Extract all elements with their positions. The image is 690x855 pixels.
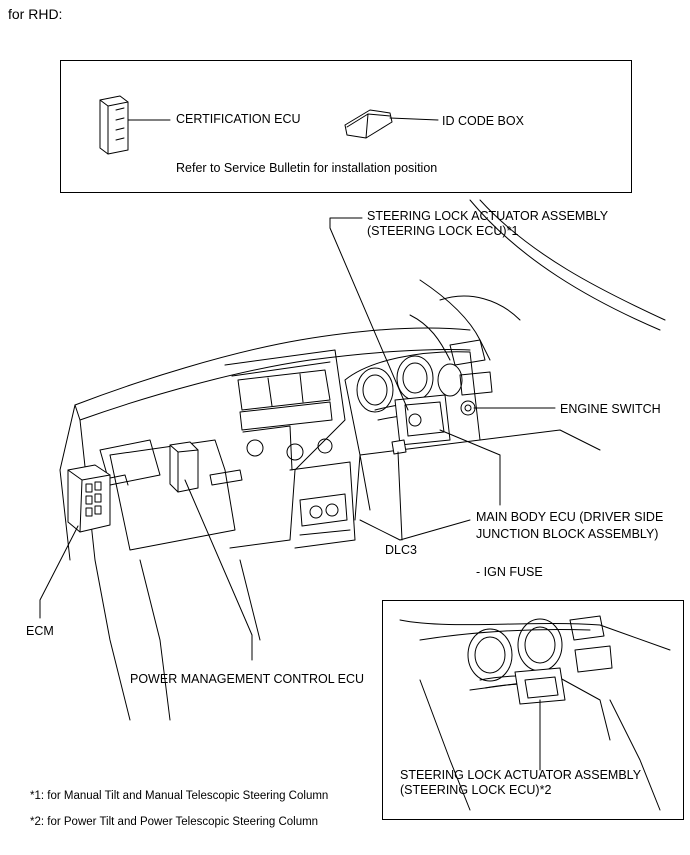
steering-lock-label-line1: STEERING LOCK ACTUATOR ASSEMBLY — [367, 209, 609, 223]
main-body-ecu-label-line2: JUNCTION BLOCK ASSEMBLY) — [476, 527, 659, 541]
main-body-ecu-label-line1: MAIN BODY ECU (DRIVER SIDE — [476, 510, 664, 524]
footnote-1: *1: for Manual Tilt and Manual Telescopi… — [30, 790, 329, 802]
engine-switch-label: ENGINE SWITCH — [560, 402, 661, 416]
ecm-unit — [67, 464, 129, 533]
power-management-ecu-unit — [169, 441, 199, 493]
installation-note: Refer to Service Bulletin for installati… — [176, 161, 438, 175]
power-management-ecu-label: POWER MANAGEMENT CONTROL ECU — [130, 672, 365, 686]
page-header: for RHD: — [8, 6, 63, 22]
certification-ecu-icon — [99, 95, 171, 155]
certification-box — [60, 60, 632, 193]
dlc3-label: DLC3 — [385, 543, 417, 557]
footnote-2: *2: for Power Tilt and Power Telescopic … — [30, 816, 319, 828]
id-code-box-label: ID CODE BOX — [442, 114, 524, 128]
inset-steering-lock-label-line1: STEERING LOCK ACTUATOR ASSEMBLY — [400, 768, 642, 782]
inset-box — [382, 600, 684, 820]
dashboard-outline — [59, 199, 666, 721]
ecm-label: ECM — [26, 624, 54, 638]
inset-steering-lock-label-line2: (STEERING LOCK ECU)*2 — [400, 783, 552, 797]
leader-lines — [39, 217, 556, 661]
id-code-box-icon — [344, 109, 439, 139]
steering-lock-label-line2: (STEERING LOCK ECU)*1 — [367, 224, 519, 238]
inset-sketch — [399, 615, 671, 811]
ign-fuse-label: - IGN FUSE — [476, 565, 543, 579]
certification-ecu-label: CERTIFICATION ECU — [176, 112, 301, 126]
